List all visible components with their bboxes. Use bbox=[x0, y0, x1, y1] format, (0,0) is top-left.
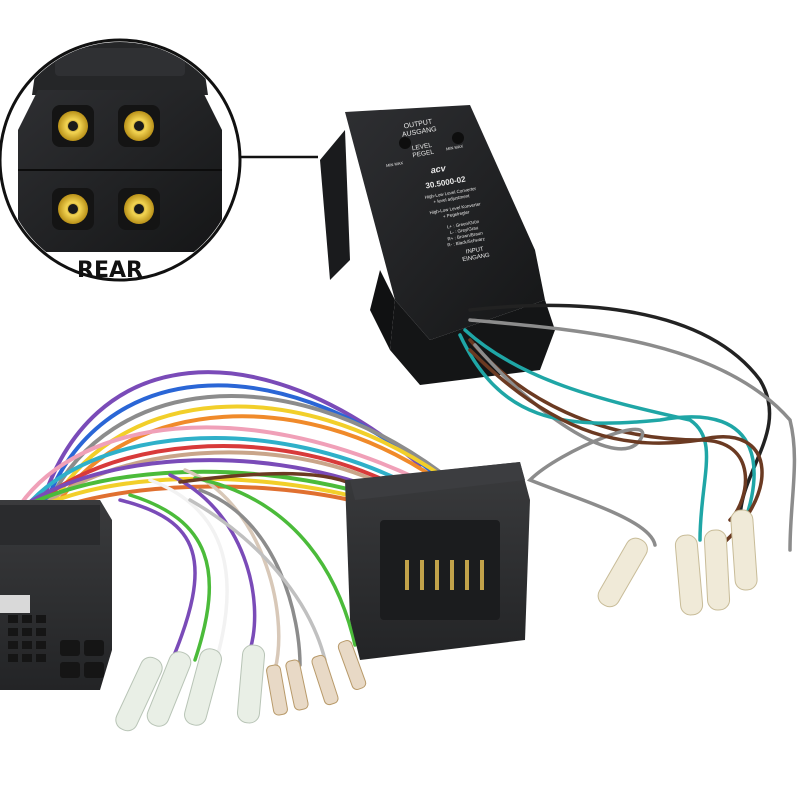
rca-jack-top-right bbox=[118, 105, 160, 147]
wiring-line-2: L- : Grey/Grau bbox=[449, 225, 479, 235]
wiring-line-3: R+ : Brown/Braun bbox=[447, 230, 483, 241]
rear-label: REAR bbox=[77, 258, 143, 283]
iso-connector-right bbox=[345, 462, 530, 660]
input-label: INPUT bbox=[465, 246, 484, 255]
quadlock-connector-left bbox=[0, 500, 112, 690]
level-converter-box: OUTPUT AUSGANG LEVEL PEGEL MIN MAX MIN M… bbox=[320, 105, 555, 385]
input-label-de: EINGANG bbox=[462, 253, 491, 264]
level-left-marks: MIN MAX bbox=[386, 160, 404, 168]
level-knob-right bbox=[452, 132, 464, 144]
wiring-line-4: R- : Black/Schwarz bbox=[447, 236, 486, 248]
terminal-wires bbox=[118, 468, 362, 672]
rear-view-inset: REAR bbox=[0, 38, 242, 283]
wiring-line-1: L+ : Green/Grün bbox=[447, 219, 481, 230]
desc-en-2: + level adjustment bbox=[433, 193, 470, 204]
converter-terminals bbox=[597, 509, 758, 616]
spade-terminals bbox=[115, 640, 367, 732]
level-label-de: PEGEL bbox=[412, 149, 435, 160]
level-label: LEVEL bbox=[411, 142, 433, 152]
rca-jack-bottom-left bbox=[52, 188, 94, 230]
converter-wires bbox=[458, 303, 797, 552]
level-right-marks: MIN MAX bbox=[446, 143, 464, 151]
rca-jack-top-left bbox=[52, 105, 94, 147]
brand-logo: acv bbox=[430, 163, 448, 176]
level-knob-left bbox=[399, 137, 411, 149]
desc-de-2: + Pegelregler bbox=[443, 209, 471, 219]
rca-jack-bottom-right bbox=[118, 188, 160, 230]
